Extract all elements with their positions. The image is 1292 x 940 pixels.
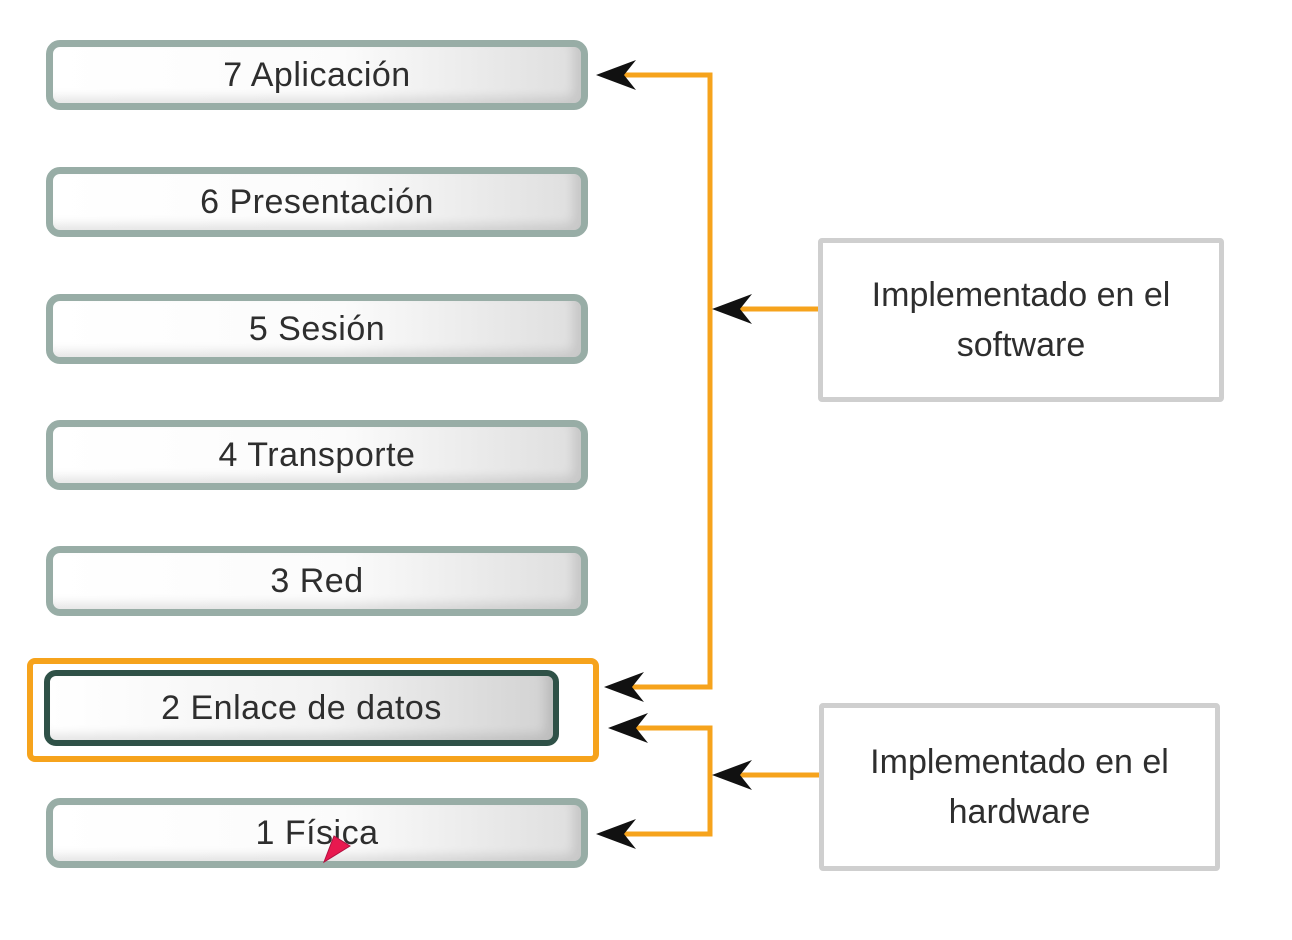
layer-1-fisica[interactable]: 1 Física	[46, 798, 588, 868]
layer-5-label: 5 Sesión	[248, 309, 386, 348]
layer-2-label: 2 Enlace de datos	[161, 688, 442, 727]
software-note: Implementado en el software	[818, 238, 1224, 402]
software-note-line2: software	[956, 326, 1086, 364]
arrow-to-layer-1	[596, 819, 636, 849]
hardware-bracket-line	[622, 725, 713, 837]
layer-6-presentacion[interactable]: 6 Presentación	[46, 167, 588, 237]
layer-6-label: 6 Presentación	[200, 182, 434, 221]
layer-2-enlace-de-datos[interactable]: 2 Enlace de datos	[44, 670, 559, 746]
hardware-note-line2: hardware	[948, 793, 1091, 831]
arrow-to-bracket-software	[712, 294, 752, 324]
software-bracket-line	[622, 72, 713, 690]
highlight-frame	[27, 658, 599, 762]
layer-1-label: 1 Física	[255, 813, 379, 852]
hardware-note: Implementado en el hardware	[819, 703, 1220, 871]
layer-5-sesion[interactable]: 5 Sesión	[46, 294, 588, 364]
layer-7-aplicacion[interactable]: 7 Aplicación	[46, 40, 588, 110]
layer-7-label: 7 Aplicación	[223, 55, 411, 94]
layer-4-transporte[interactable]: 4 Transporte	[46, 420, 588, 490]
software-note-line1: Implementado en el	[871, 276, 1171, 314]
arrow-to-bracket-hardware	[712, 760, 752, 790]
hardware-note-line1: Implementado en el	[870, 743, 1169, 781]
arrow-to-layer-2-hardware	[608, 713, 648, 743]
layer-4-label: 4 Transporte	[218, 435, 416, 474]
arrow-to-layer-7	[596, 60, 636, 90]
pointer-cursor-icon	[323, 835, 351, 864]
layer-3-red[interactable]: 3 Red	[46, 546, 588, 616]
layer-3-label: 3 Red	[270, 561, 364, 600]
arrow-to-layer-2-software	[604, 672, 644, 702]
